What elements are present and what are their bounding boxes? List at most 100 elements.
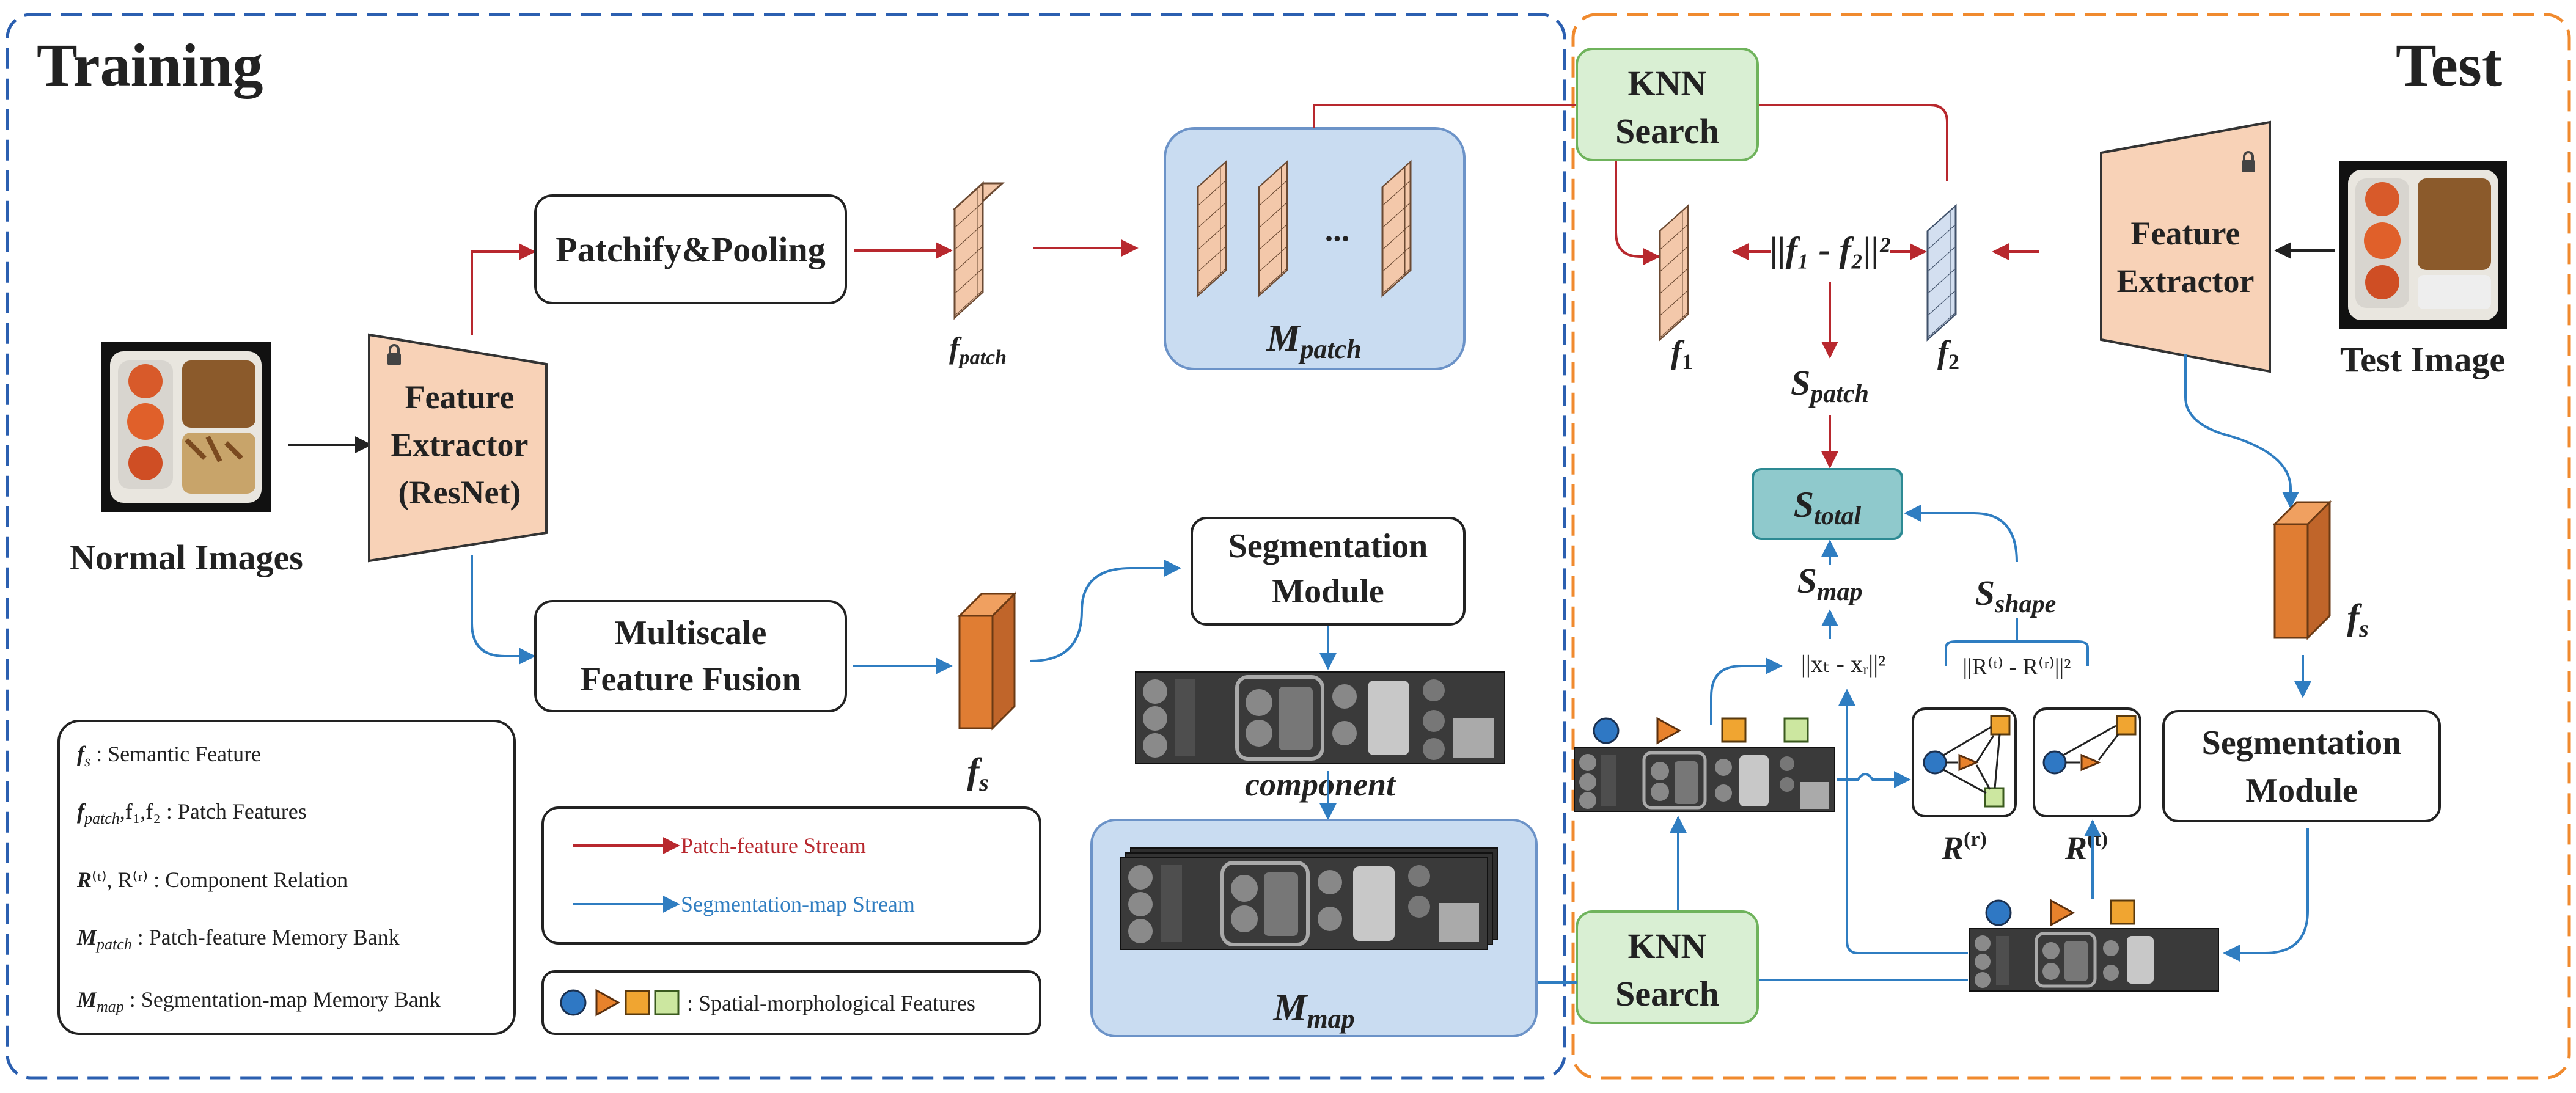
fs-tensor-test xyxy=(2272,500,2332,640)
orange-square-icon xyxy=(625,990,650,1015)
strip-triangle-icon xyxy=(1656,717,1682,745)
training-title: Training xyxy=(37,31,263,99)
fs-label-test: fs xyxy=(2347,597,2369,642)
segmentation-module-test-line2: Module xyxy=(2245,772,2358,810)
feature-extractor-test-line1: Feature xyxy=(2131,215,2240,252)
lock-icon-test xyxy=(2242,160,2255,172)
test-section-border xyxy=(1571,13,2571,1080)
fs-label-training: fs xyxy=(967,751,989,796)
green-square-icon xyxy=(654,990,680,1015)
mpatch-tensor-2 xyxy=(1258,159,1288,298)
rt-orange-node xyxy=(2116,715,2137,736)
rr-edges xyxy=(1943,726,2001,794)
knn-bottom-line2: Search xyxy=(1615,974,1719,1014)
rr-circle-node xyxy=(1923,750,1947,775)
feature-extractor-test: Feature Extractor xyxy=(2100,120,2271,373)
f2-tensor xyxy=(1926,203,1957,342)
mpatch-tensor-3 xyxy=(1381,159,1412,298)
mmap-label: Mmap xyxy=(1272,987,1354,1034)
spatial-features-label: : Spatial-morphological Features xyxy=(687,991,975,1015)
rt-edges xyxy=(2063,725,2119,764)
feature-extractor-training: Feature Extractor (ResNet) xyxy=(368,333,548,563)
knn-top-line2: Search xyxy=(1615,111,1719,151)
distance-label: ||f₁ - f₂||² xyxy=(1770,230,1890,269)
patchify-pooling-label: Patchify&Pooling xyxy=(556,230,825,269)
mmap-stack xyxy=(1120,847,1498,950)
test-segmentation-map xyxy=(1969,928,2219,992)
xt-xr-label: ||xₜ - xᵣ||² xyxy=(1801,650,1885,678)
spatch-label: Spatch xyxy=(1791,363,1869,408)
rr-triangle-node xyxy=(1958,753,1979,772)
mpatch-ellipsis: ... xyxy=(1325,211,1350,248)
seg-stream-label: Segmentation-map Stream xyxy=(681,892,915,916)
stream-legend-box xyxy=(541,806,1041,945)
strip-orange-square-icon xyxy=(1721,717,1747,743)
feature-extractor-test-line2: Extractor xyxy=(2117,263,2255,299)
svg-text:Mpatch : Patch-feature Memory: Mpatch : Patch-feature Memory Bank xyxy=(76,925,400,953)
strip-circle-icon xyxy=(1593,717,1620,744)
svg-text:R⁽ᵗ⁾, R⁽ʳ⁾ : Component Relatio: R⁽ᵗ⁾, R⁽ʳ⁾ : Component Relation xyxy=(76,868,348,892)
stotal-box xyxy=(1752,468,1903,540)
testmap-orange-square-icon xyxy=(2110,899,2135,925)
f2-to-knn-line xyxy=(1759,104,1948,181)
rr-label: R(r) xyxy=(1941,828,1987,866)
strip-green-square-icon xyxy=(1783,717,1809,743)
extractor-to-patchify-arrow xyxy=(471,243,536,335)
seg-test-to-map-arrow xyxy=(2223,828,2309,962)
fpatch-label: fpatch xyxy=(949,331,1007,369)
training-section-border xyxy=(6,13,1566,1080)
normal-images-label: Normal Images xyxy=(70,538,303,577)
patchify-pooling-box xyxy=(534,194,847,304)
testmap-circle-icon xyxy=(1985,899,2012,926)
knn-bottom-line1: KNN xyxy=(1628,926,1707,966)
f1-label: f1 xyxy=(1671,334,1693,374)
lock-icon xyxy=(387,353,401,365)
patch-stream-label: Patch-feature Stream xyxy=(681,833,866,858)
segmentation-module-test-line1: Segmentation xyxy=(2202,724,2402,762)
legend-item-patch-features: fpatch,f₁,f₂ : Patch Features xyxy=(77,799,307,827)
legend-box xyxy=(57,720,516,1035)
test-component-strip xyxy=(1574,747,1835,812)
circle-shape-icon xyxy=(560,989,587,1016)
legend-item-mmap: Mmap : Segmentation-map Memory Bank xyxy=(76,987,441,1015)
extractor-to-multiscale-arrow xyxy=(471,555,536,665)
rr-green-node xyxy=(1984,787,2005,808)
stotal-label: Stotal xyxy=(1794,484,1862,530)
multiscale-line2: Feature Fusion xyxy=(580,660,801,698)
rt-triangle-node xyxy=(2080,753,2101,772)
fpatch-tensor xyxy=(952,181,1005,320)
segmentation-module-test xyxy=(2162,710,2441,822)
legend-item-fs: fs : Semantic Feature xyxy=(77,742,261,770)
fs-tensor-training xyxy=(957,591,1017,731)
test-image xyxy=(2339,161,2507,329)
normal-image xyxy=(101,342,271,512)
rr-orange-node xyxy=(1990,715,2011,736)
component-strip xyxy=(1135,671,1505,764)
rt-rr-label: ||R⁽ᵗ⁾ - R⁽ʳ⁾||² xyxy=(1962,654,2071,680)
svg-text:fpatch,f₁,f₂ : Patch Features: fpatch,f₁,f₂ : Patch Features xyxy=(77,799,307,827)
knn-search-top xyxy=(1576,48,1759,161)
test-title: Test xyxy=(2396,31,2502,99)
legend-item-mpatch: Mpatch : Patch-feature Memory Bank xyxy=(76,925,400,953)
rt-label: R(t) xyxy=(2064,828,2108,866)
knn-search-bottom xyxy=(1576,910,1759,1024)
sshape-to-stotal-arrow xyxy=(1904,505,2018,563)
mpatch-to-knn-line xyxy=(1313,104,1583,128)
knn-top-line1: KNN xyxy=(1628,64,1707,103)
component-label: component xyxy=(1245,766,1396,803)
segmentation-module-training xyxy=(1191,517,1466,626)
segmentation-module-training-line2: Module xyxy=(1272,572,1384,610)
triangle-shape-icon xyxy=(595,989,621,1017)
strip-to-xt-arrow xyxy=(1710,657,1783,725)
mpatch-label: Mpatch xyxy=(1266,318,1361,364)
spatial-legend-box xyxy=(541,970,1041,1035)
multiscale-fusion-box xyxy=(534,600,847,712)
multiscale-line1: Multiscale xyxy=(615,614,767,652)
strip-to-rr-arrow xyxy=(1837,771,1911,788)
knn-to-f1-arrow xyxy=(1615,161,1660,265)
rt-circle-node xyxy=(2042,750,2067,775)
svg-text:fs : Semantic Feature: fs : Semantic Feature xyxy=(77,742,261,770)
mpatch-tensor-1 xyxy=(1197,159,1227,298)
testmap-triangle-icon xyxy=(2050,899,2075,927)
test-image-label: Test Image xyxy=(2340,340,2505,379)
